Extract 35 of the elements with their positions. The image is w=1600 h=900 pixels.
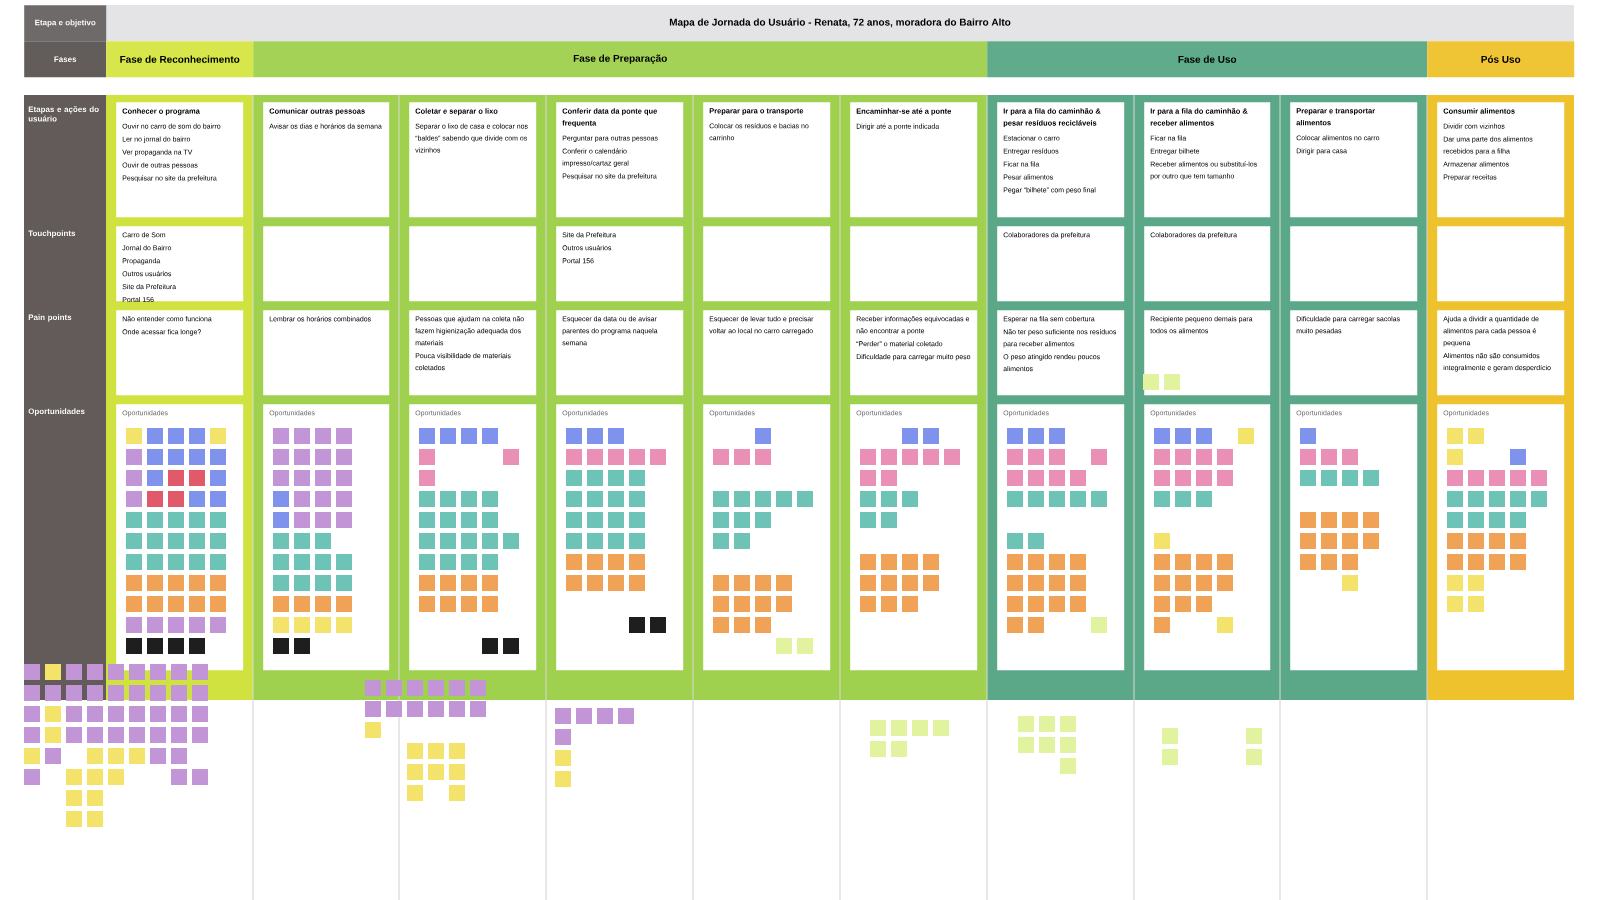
card [556, 102, 684, 218]
card [1144, 310, 1271, 396]
card [703, 102, 831, 218]
card [116, 226, 244, 303]
phase-header: Fase de Uso [987, 41, 1428, 78]
card [1437, 102, 1565, 218]
card [850, 226, 978, 302]
card [1290, 226, 1418, 302]
card [850, 310, 978, 396]
card [1290, 310, 1418, 396]
card [263, 310, 390, 396]
card [409, 226, 537, 302]
card [1144, 102, 1271, 218]
card [1437, 226, 1565, 302]
title: Mapa de Jornada do Usuário - Renata, 72 anos, moradora do Bairro Alto [669, 18, 1011, 28]
card [409, 102, 537, 218]
card [703, 310, 831, 396]
card [1437, 310, 1565, 396]
card [997, 102, 1125, 218]
card [556, 226, 684, 302]
card [1144, 226, 1271, 302]
card [997, 226, 1125, 302]
card [116, 102, 244, 218]
phase-header: Fase de Reconhecimento [106, 41, 254, 78]
card [556, 310, 684, 396]
card [997, 310, 1125, 396]
card [409, 310, 537, 396]
card [850, 102, 978, 218]
card [116, 310, 244, 396]
card [263, 226, 390, 302]
card [1290, 102, 1418, 218]
card [263, 102, 390, 218]
phase-header: Fase de Preparação [253, 41, 988, 78]
phase-header: Pós Uso [1427, 41, 1575, 78]
card [703, 226, 831, 302]
